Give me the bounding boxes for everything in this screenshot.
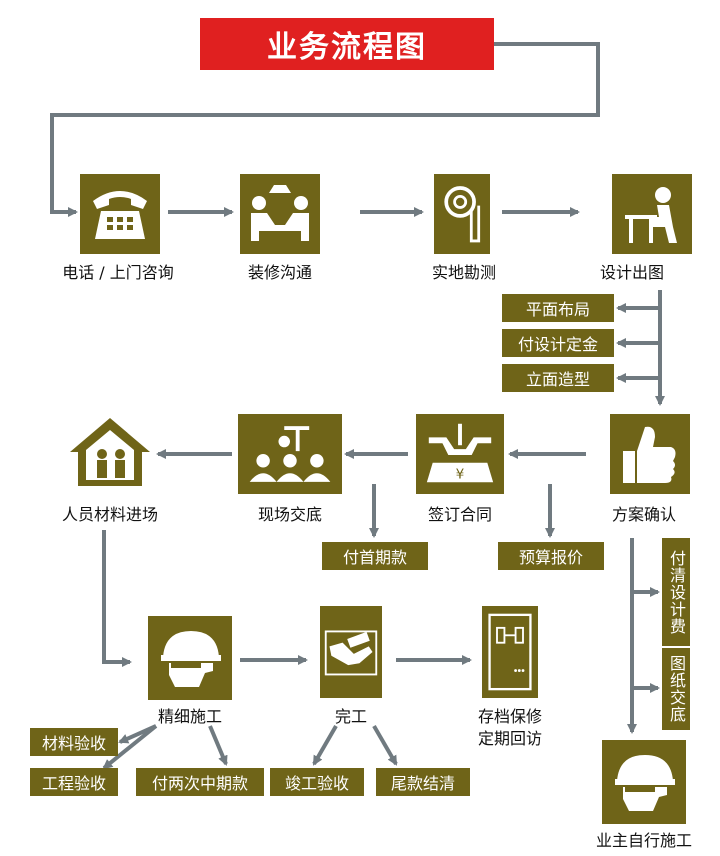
tag-budget-quote: 预算报价 xyxy=(498,542,604,570)
step-construction-label: 精细施工 xyxy=(157,707,222,726)
step-archive-label-line1: 存档保修 xyxy=(477,707,542,726)
tag-first-payment: 付首期款 xyxy=(322,542,428,570)
step-communicate-label: 装修沟通 xyxy=(247,263,312,282)
designer-icon xyxy=(612,174,692,254)
tag-project-check: 工程验收 xyxy=(30,768,118,796)
svg-text:¥: ¥ xyxy=(456,466,465,482)
tag-two-payments: 付两次中期款 xyxy=(136,768,264,796)
cabinet-icon xyxy=(482,606,538,698)
arrow-to-project-check xyxy=(102,724,158,770)
tag-design-deposit: 付设计定金 xyxy=(502,329,614,357)
contract-signing-icon: ¥ xyxy=(416,414,504,494)
step-survey-label: 实地勘测 xyxy=(431,263,496,282)
step-confirm-label: 方案确认 xyxy=(611,505,676,524)
arrow-to-completion-check xyxy=(312,724,338,766)
tag-completion-check: 竣工验收 xyxy=(270,768,364,796)
helmet-icon xyxy=(602,740,686,824)
step-archive-label-line2: 定期回访 xyxy=(477,729,542,748)
tag-design-fee: 付清设计费 xyxy=(662,538,690,646)
step-phone-label: 电话 / 上门咨询 xyxy=(62,263,174,282)
tag-elevation: 立面造型 xyxy=(502,364,614,392)
step-handover-label: 现场交底 xyxy=(257,505,322,524)
house-people-icon xyxy=(68,416,152,488)
step-design-label: 设计出图 xyxy=(599,263,664,282)
thumbs-up-icon xyxy=(610,414,690,494)
arrow-materials-to-construction xyxy=(102,530,132,667)
step-complete-label: 完工 xyxy=(334,707,367,726)
step-owner-label: 业主自行施工 xyxy=(595,831,692,850)
arrow-title-to-phone xyxy=(50,42,600,217)
tape-measure-icon xyxy=(434,174,490,254)
helmet-icon xyxy=(148,616,232,700)
tag-final-payment: 尾款结清 xyxy=(376,768,470,796)
handshake-icon xyxy=(320,606,382,698)
tag-drawing-handover: 图纸交底 xyxy=(662,648,690,730)
telephone-icon xyxy=(80,174,160,254)
arrow-to-two-payments xyxy=(208,725,228,766)
step-contract-label: 签订合同 xyxy=(427,505,492,524)
tag-material-check: 材料验收 xyxy=(30,728,118,756)
step-materials-label: 人员材料进场 xyxy=(61,505,158,524)
tag-floor-plan: 平面布局 xyxy=(502,294,614,322)
page-title: 业务流程图 xyxy=(200,18,494,70)
arrow-to-final-payment xyxy=(372,724,398,766)
meeting-icon xyxy=(240,174,320,254)
presentation-icon xyxy=(238,414,342,494)
